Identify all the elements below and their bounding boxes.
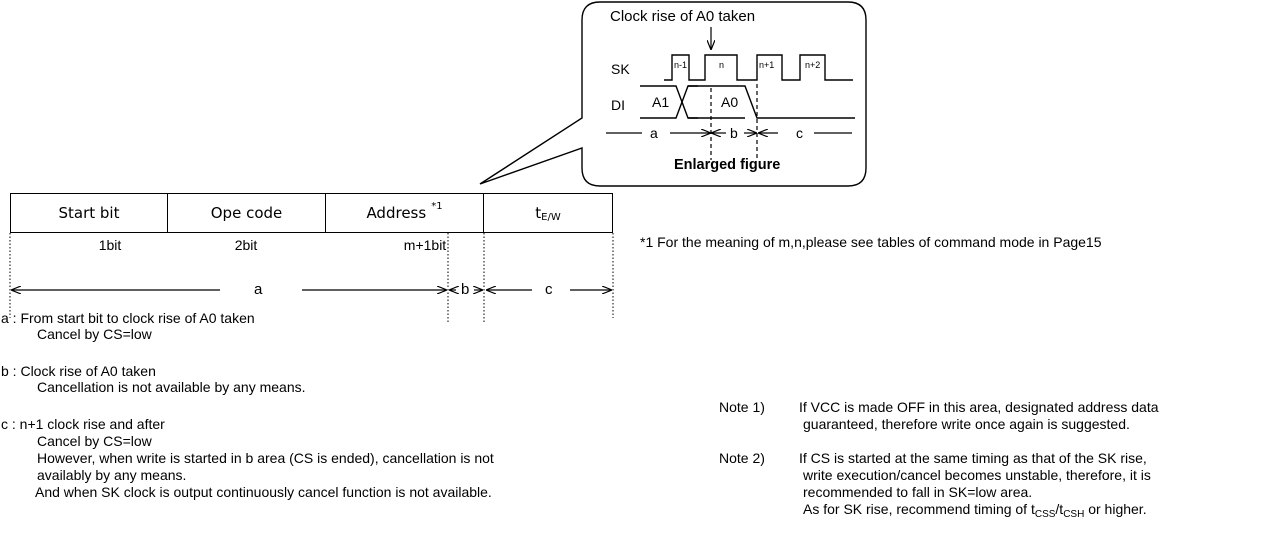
- explain-a-head: a : From start bit to clock rise of A0 t…: [1, 310, 255, 326]
- sk-waveform: [664, 54, 853, 81]
- pulse-n-1: n-1: [674, 60, 688, 70]
- dim-c: c: [545, 281, 553, 298]
- note1-label: Note 1): [719, 399, 765, 415]
- dim-b: b: [461, 281, 470, 298]
- note2-line4: As for SK rise, recommend timing of tCSS…: [803, 501, 1147, 520]
- explain-c-body3: availably by any means.: [37, 467, 187, 483]
- bits-start: 1bit: [98, 237, 122, 253]
- pulse-n: n: [719, 60, 725, 70]
- callout-bubble: [479, 1, 867, 187]
- note2-line3: recommended to fall in SK=low area.: [803, 484, 1033, 500]
- explain-c-body1: Cancel by CS=low: [37, 433, 152, 449]
- sk-label: SK: [611, 61, 630, 77]
- address-cell: Address*1: [326, 194, 484, 232]
- explain-c-head: c : n+1 clock rise and after: [1, 416, 165, 432]
- explain-a-body: Cancel by CS=low: [37, 326, 152, 342]
- bits-address: m+1bit: [403, 237, 447, 253]
- pulse-n+1: n+1: [759, 60, 775, 70]
- explain-b-head: b : Clock rise of A0 taken: [1, 363, 156, 379]
- note2-label: Note 2): [719, 450, 765, 466]
- explain-c-body4: And when SK clock is output continuously…: [35, 484, 492, 500]
- a0-label: A0: [721, 94, 739, 110]
- di-a0-top: [688, 85, 855, 119]
- footnote-text: *1 For the meaning of m,n,please see tab…: [640, 234, 1102, 250]
- di-label: DI: [611, 97, 625, 113]
- enlarged-c: c: [796, 125, 803, 141]
- ope-code-cell: Ope code: [168, 194, 326, 232]
- enlarged-caption: Enlarged figure: [674, 157, 781, 173]
- footnote-marker: *1: [431, 200, 443, 212]
- bits-ope: 2bit: [234, 237, 258, 253]
- pulse-n+2: n+2: [805, 60, 821, 70]
- note2-line2: write execution/cancel becomes unstable,…: [803, 467, 1151, 483]
- enlarged-a: a: [650, 125, 658, 141]
- a1-label: A1: [652, 94, 670, 110]
- note1-line2: guaranteed, therefore write once again i…: [803, 416, 1130, 432]
- note2-line1: If CS is started at the same timing as t…: [799, 450, 1147, 466]
- start-bit-cell: Start bit: [11, 194, 168, 232]
- dim-a: a: [254, 281, 263, 298]
- enlarged-title: Clock rise of A0 taken: [610, 8, 756, 25]
- enlarged-b: b: [730, 125, 738, 141]
- note1-line1: If VCC is made OFF in this area, designa…: [799, 399, 1159, 415]
- explain-b-body: Cancellation is not available by any mea…: [37, 379, 306, 395]
- explain-c-body2: However, when write is started in b area…: [37, 450, 494, 466]
